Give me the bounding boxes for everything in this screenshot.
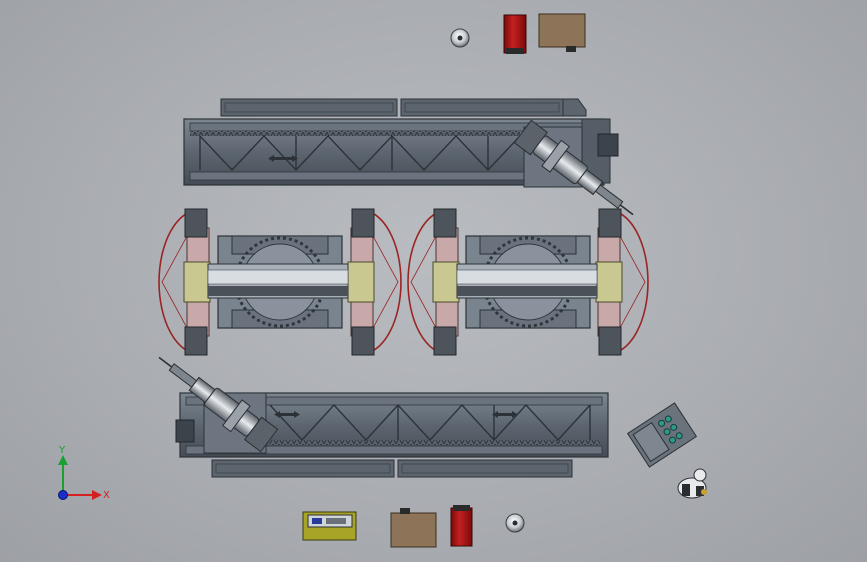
welder-box-bottom	[390, 508, 437, 548]
control-console	[626, 402, 698, 468]
control-panel-bottom	[302, 511, 357, 541]
coordinate-triad: Y X	[58, 445, 110, 501]
x-axis-label: X	[103, 490, 110, 501]
power-cabinet-top	[503, 14, 527, 54]
welder-box-top	[538, 13, 586, 52]
welding-robot-top	[513, 119, 634, 216]
y-axis-label: Y	[58, 445, 66, 456]
positioner-left	[158, 208, 402, 356]
operator	[677, 468, 707, 499]
welding-robot-bottom	[158, 356, 279, 453]
wire-drum-bottom	[505, 513, 525, 533]
wire-drum-top	[450, 28, 470, 48]
positioner-right	[407, 208, 649, 356]
power-cabinet-bottom	[450, 505, 473, 547]
